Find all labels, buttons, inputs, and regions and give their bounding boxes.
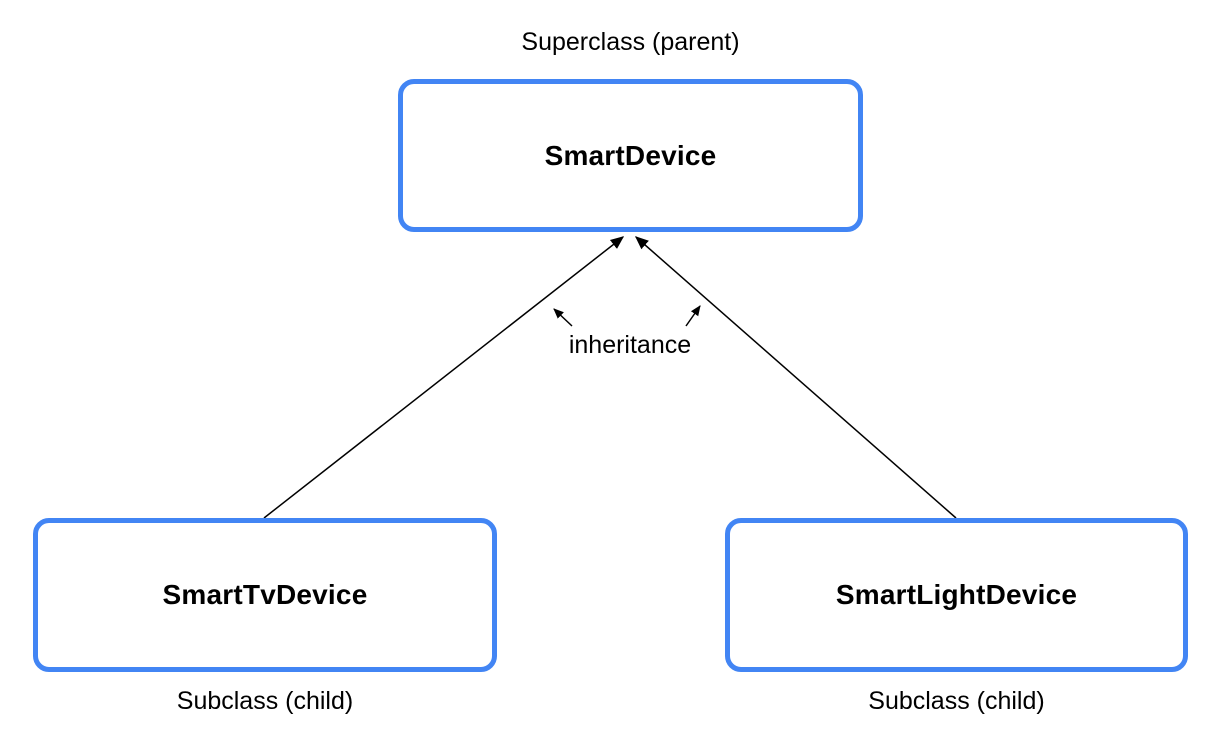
superclass-caption: Superclass (parent) <box>521 28 740 56</box>
subclass-left-name: SmartTvDevice <box>162 579 368 610</box>
label-pointer-arrow-left-icon <box>553 308 573 327</box>
superclass-name: SmartDevice <box>544 139 717 171</box>
inheritance-arrow-left <box>263 236 625 519</box>
label-pointer-arrow-right-icon <box>685 305 701 327</box>
subclass-right-caption: Subclass (child) <box>868 687 1045 715</box>
subclass-right-name: SmartLightDevice <box>835 579 1078 610</box>
inheritance-caption: inheritance <box>568 331 692 359</box>
subclass-left-caption: Subclass (child) <box>176 687 354 715</box>
subclass-box-smartlightdevice: SmartLightDevice <box>725 518 1188 672</box>
superclass-box-smartdevice: SmartDevice <box>398 79 863 232</box>
inheritance-arrow-right <box>634 236 957 519</box>
subclass-box-smarttvdevice: SmartTvDevice <box>33 518 497 672</box>
